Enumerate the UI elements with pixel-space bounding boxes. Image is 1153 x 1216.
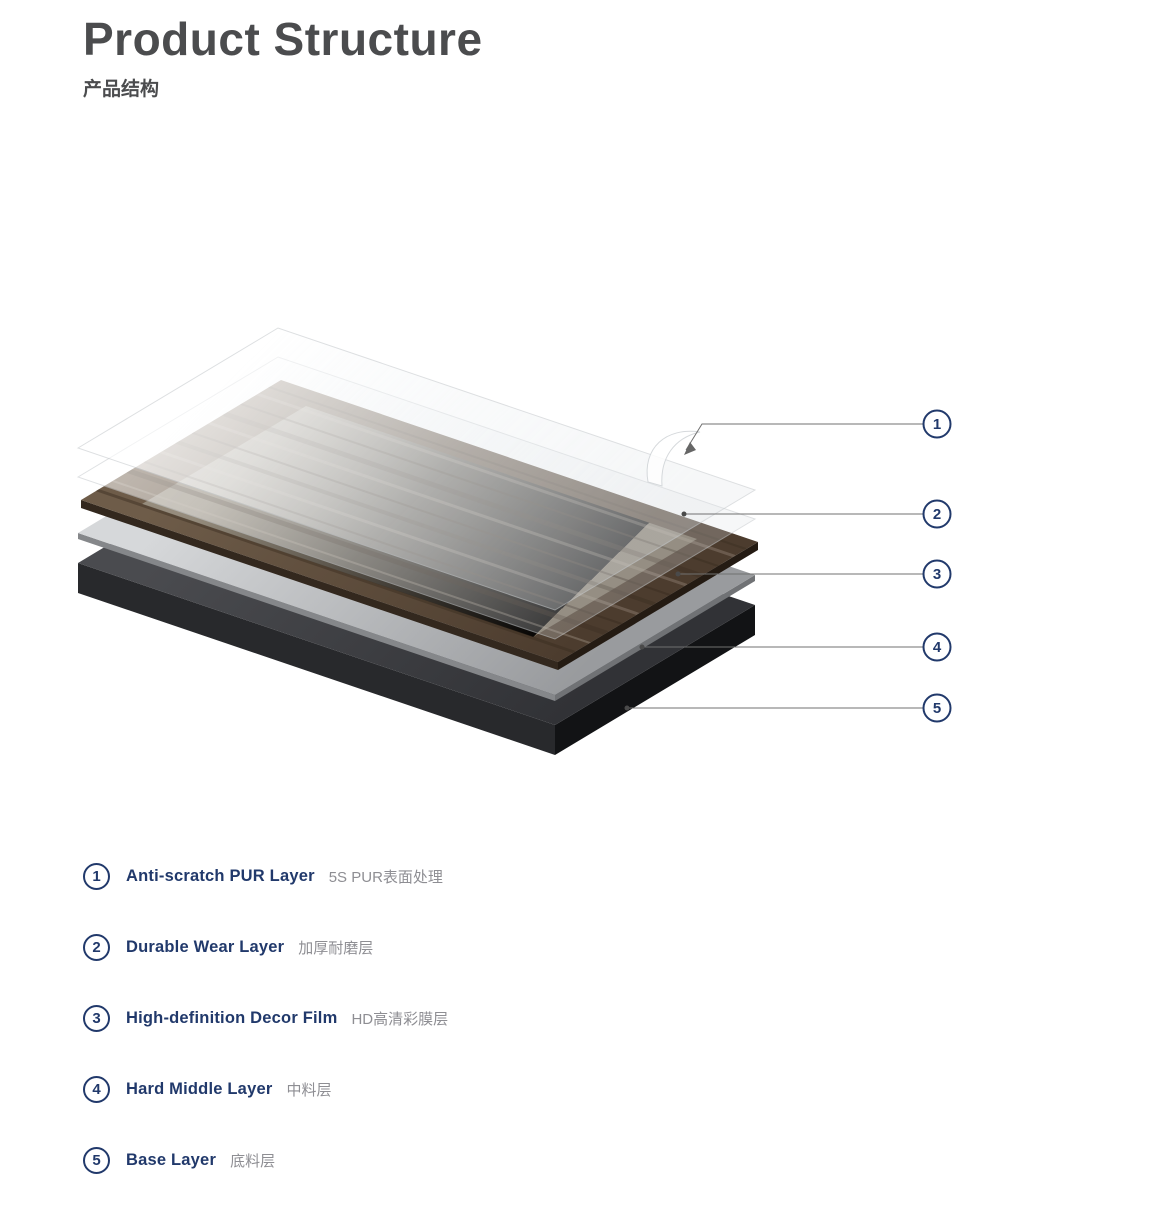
legend-label-en: Base Layer <box>126 1150 217 1169</box>
layer-pur-film <box>76 327 757 611</box>
callout-dot-3 <box>675 571 681 577</box>
legend-number-badge: 1 <box>83 862 110 890</box>
product-structure-diagram: 1 2 3 4 5 <box>76 327 952 755</box>
legend-number-badge: 3 <box>83 1004 110 1032</box>
callout-dot-4 <box>639 644 645 650</box>
callout-number-1: 1 <box>933 416 941 433</box>
legend-label-zh: HD高清彩膜层 <box>351 1010 449 1028</box>
legend-number-badge: 2 <box>83 933 110 961</box>
page-subtitle: 产品结构 <box>83 78 160 100</box>
legend-label-zh: 底料层 <box>230 1152 276 1170</box>
callout-line-1 <box>685 423 925 451</box>
callout-badges: 1 2 3 4 5 <box>922 409 952 723</box>
legend-item-3: 3 High-definition Decor Film HD高清彩膜层 <box>83 1004 448 1032</box>
middle-left-face <box>78 533 555 701</box>
legend-number-badge: 5 <box>83 1146 110 1174</box>
pur-film-face <box>76 327 757 611</box>
base-left-face <box>78 563 555 755</box>
callout-number-5: 5 <box>933 700 941 717</box>
callout-badge-5: 5 <box>922 693 952 723</box>
legend-number-badge: 4 <box>83 1075 110 1103</box>
page-title: Product Structure <box>83 13 483 65</box>
legend-item-2: 2 Durable Wear Layer 加厚耐磨层 <box>83 933 448 961</box>
callout-badge-4: 4 <box>922 632 952 662</box>
legend-item-1: 1 Anti-scratch PUR Layer 5S PUR表面处理 <box>83 862 448 890</box>
callout-dot-2 <box>681 511 687 517</box>
callout-number-2: 2 <box>933 506 941 523</box>
legend-label-zh: 加厚耐磨层 <box>298 939 374 957</box>
legend-label-en: Durable Wear Layer <box>126 937 285 956</box>
legend-item-4: 4 Hard Middle Layer 中料层 <box>83 1075 448 1103</box>
callout-badge-1: 1 <box>922 409 952 439</box>
legend-label-en: Anti-scratch PUR Layer <box>126 866 315 885</box>
callout-arrow-1 <box>684 442 696 455</box>
callout-number-4: 4 <box>933 639 942 656</box>
pur-film-curl <box>646 430 701 487</box>
legend-label-en: High-definition Decor Film <box>126 1008 338 1027</box>
base-right-face <box>555 605 755 755</box>
middle-right-face <box>555 575 755 701</box>
legend-label-zh: 中料层 <box>286 1081 332 1099</box>
callout-number-3: 3 <box>933 566 941 583</box>
callout-lines <box>624 423 925 711</box>
wood-left-face <box>81 500 558 670</box>
callout-dot-5 <box>624 705 630 711</box>
callout-badge-3: 3 <box>922 559 952 589</box>
legend-label-en: Hard Middle Layer <box>126 1079 273 1098</box>
callout-badge-2: 2 <box>922 499 952 529</box>
legend: 1 Anti-scratch PUR Layer 5S PUR表面处理 2 Du… <box>83 862 448 1174</box>
header: Product Structure 产品结构 <box>83 14 483 101</box>
legend-label-zh: 5S PUR表面处理 <box>328 868 443 886</box>
legend-item-5: 5 Base Layer 底料层 <box>83 1146 448 1174</box>
